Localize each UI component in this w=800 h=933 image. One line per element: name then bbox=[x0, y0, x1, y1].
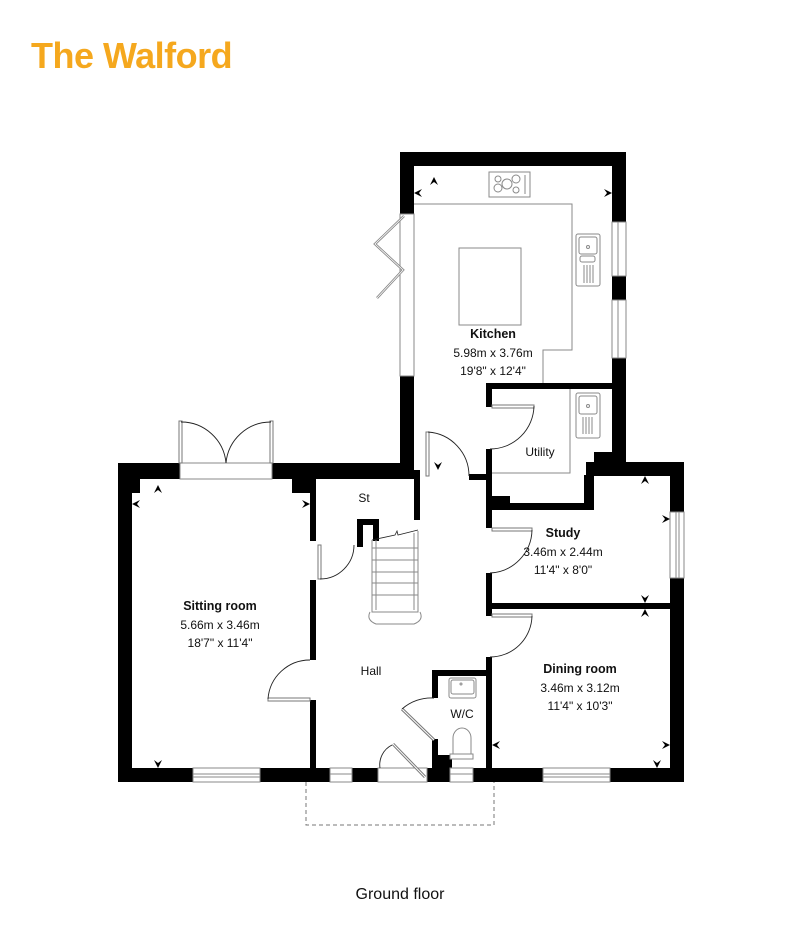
room-name: Study bbox=[545, 526, 581, 540]
room-dimensions-imperial: 11'4" x 8'0" bbox=[533, 563, 593, 577]
room-name: Sitting room bbox=[183, 599, 257, 613]
windows bbox=[192, 221, 685, 783]
room-hall: Hall bbox=[361, 662, 382, 680]
room-dimensions-imperial: 11'4" x 10'3" bbox=[547, 699, 613, 713]
room-dimensions-metric: 5.66m x 3.46m bbox=[180, 618, 260, 632]
room-name: Dining room bbox=[543, 662, 617, 676]
room-name: Hall bbox=[360, 664, 382, 678]
room-dimensions-imperial: 18'7" x 11'4" bbox=[187, 636, 253, 650]
staircase-icon bbox=[368, 529, 422, 625]
room-name: W/C bbox=[450, 707, 474, 721]
room-dimensions-metric: 3.46m x 3.12m bbox=[540, 681, 620, 695]
sink-icon bbox=[575, 233, 601, 287]
utility-worktop bbox=[492, 389, 571, 474]
room-study: Study 3.46m x 2.44m 11'4" x 8'0" bbox=[523, 523, 602, 579]
room-dimensions-imperial: 19'8" x 12'4" bbox=[460, 364, 526, 378]
room-dining: Dining room 3.46m x 3.12m 11'4" x 10'3" bbox=[540, 659, 619, 715]
room-dimensions-metric: 3.46m x 2.44m bbox=[523, 545, 603, 559]
bifold-door-frame bbox=[399, 213, 415, 377]
window-kitchen-lower bbox=[611, 299, 627, 359]
front-door-frame bbox=[377, 767, 428, 783]
kitchen-island bbox=[458, 247, 522, 326]
measurement-arrow-icon bbox=[132, 177, 670, 768]
external-walls bbox=[118, 152, 684, 782]
doors bbox=[178, 213, 535, 783]
room-dimensions-metric: 5.98m x 3.76m bbox=[453, 346, 533, 360]
internal-walls bbox=[310, 383, 670, 768]
window-study bbox=[669, 511, 685, 579]
room-name: Utility bbox=[525, 445, 555, 459]
kitchen-worktop bbox=[414, 203, 573, 383]
hob-icon bbox=[488, 171, 531, 198]
window-dining bbox=[542, 767, 611, 783]
page-title: The Walford bbox=[31, 35, 233, 76]
room-sitting: Sitting room 5.66m x 3.46m 18'7" x 11'4" bbox=[180, 596, 259, 652]
french-door-frame bbox=[179, 462, 273, 480]
sink-icon bbox=[575, 392, 601, 439]
room-name: Kitchen bbox=[470, 327, 516, 341]
toilet-icon bbox=[449, 727, 474, 760]
room-kitchen: Kitchen 5.98m x 3.76m 19'8" x 12'4" bbox=[453, 324, 532, 380]
window-kitchen-upper bbox=[611, 221, 627, 277]
room-wc: W/C bbox=[450, 705, 473, 723]
window-wc bbox=[449, 767, 474, 783]
basin-icon bbox=[448, 677, 477, 699]
porch-outline bbox=[305, 782, 495, 826]
fixtures bbox=[305, 171, 601, 826]
window-sitting-bottom bbox=[192, 767, 261, 783]
room-utility: Utility bbox=[525, 443, 554, 461]
window-hall-left bbox=[329, 767, 353, 783]
floor-caption: Ground floor bbox=[355, 886, 445, 903]
room-name: St bbox=[358, 491, 370, 505]
room-st: St bbox=[358, 489, 369, 507]
